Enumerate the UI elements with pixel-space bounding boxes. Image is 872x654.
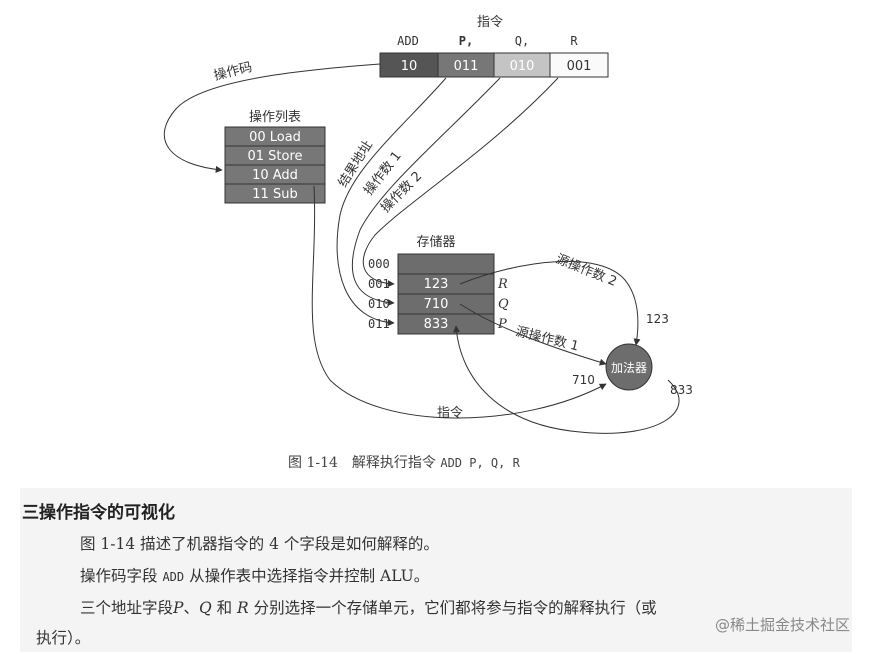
adder-output: 833	[670, 383, 693, 397]
memory-block	[397, 253, 495, 335]
mem-addr-001: 001	[368, 277, 390, 291]
instruction-arrow-label: 指令	[437, 406, 463, 421]
field-opcode-bits: 10	[401, 59, 418, 74]
field-r-bits: 001	[567, 59, 592, 74]
src2-label: 源操作数 2	[554, 251, 620, 290]
field-label-p: P,	[459, 34, 473, 48]
mem-tag-r: R	[497, 277, 508, 292]
src2-arrow	[459, 260, 641, 346]
op-table-title: 操作列表	[249, 109, 301, 125]
mem-value-710: 710	[424, 297, 449, 312]
operand2-arrow	[362, 77, 559, 288]
src1-label: 源操作数 1	[514, 323, 580, 354]
instruction-control-arrow	[311, 185, 607, 419]
adder-label: 加法器	[611, 361, 647, 375]
caption-prefix: 图 1-14 解释执行指令	[288, 455, 436, 471]
field-label-r: R	[570, 34, 578, 48]
paragraph-2: 操作码字段 ADD 从操作表中选择指令并控制 ALU。	[80, 564, 429, 586]
op-row-sub: 11 Sub	[252, 187, 297, 202]
mem-addr-010: 010	[368, 297, 390, 311]
paragraph-1: 图 1-14 描述了机器指令的 4 个字段是如何解释的。	[80, 535, 439, 553]
adder-input-left: 710	[572, 373, 595, 387]
mem-tag-p: P	[497, 317, 507, 332]
src1-arrow	[459, 303, 607, 366]
paragraph-2-a: 操作码字段	[80, 567, 158, 585]
paragraph-3-sep1: 、	[183, 599, 199, 617]
result-address-arrow	[336, 77, 447, 327]
adder-circle	[605, 343, 653, 391]
field-p-bits: 011	[454, 59, 479, 74]
field-opcode	[379, 52, 439, 78]
mem-tag-q: Q	[498, 297, 509, 312]
op-row-add: 10 Add	[252, 168, 298, 183]
paragraph-2-code: ADD	[162, 570, 185, 584]
mem-addr-011: 011	[368, 317, 390, 331]
mem-value-123: 123	[424, 277, 449, 292]
op-row-store: 01 Store	[247, 149, 302, 164]
watermark: @稀土掘金技术社区	[714, 616, 850, 634]
caption-code: ADD P, Q, R	[440, 456, 520, 470]
figure-caption: 图 1-14 解释执行指令 ADD P, Q, R	[288, 452, 520, 472]
adder-input-top: 123	[646, 312, 669, 326]
paragraph-3-a: 三个地址字段	[80, 599, 174, 617]
field-p	[437, 52, 495, 78]
mem-addr-000: 000	[368, 257, 390, 271]
instruction-title: 指令	[477, 15, 503, 30]
paragraph-3-r: R	[237, 599, 249, 617]
field-q	[493, 52, 551, 78]
result-arrow	[452, 325, 680, 434]
operand1-arrow	[351, 77, 501, 307]
field-r	[549, 52, 609, 78]
field-label-q: Q,	[515, 34, 529, 48]
paragraph-3-p: P	[173, 599, 184, 617]
mem-value-833: 833	[424, 317, 449, 332]
paragraph-3-sep2: 和	[211, 599, 238, 617]
field-q-bits: 010	[510, 59, 535, 74]
op-row-load: 00 Load	[249, 130, 301, 145]
paragraph-3: 三个地址字段P、Q 和 R 分别选择一个存储单元，它们都将参与指令的解释执行（或	[80, 596, 657, 618]
paragraph-4: 执行）。	[36, 629, 91, 647]
text-section-background	[20, 488, 852, 652]
paragraph-3-b: 分别选择一个存储单元，它们都将参与指令的解释执行（或	[248, 599, 657, 617]
memory-title: 存储器	[416, 235, 455, 250]
opcode-arrow	[163, 63, 381, 173]
section-heading: 三操作指令的可视化	[22, 503, 175, 523]
field-label-add: ADD	[397, 34, 419, 48]
paragraph-3-q: Q	[198, 599, 212, 617]
paragraph-2-b: 从操作表中选择指令并控制 ALU。	[189, 567, 430, 585]
op-table: 00 Load 01 Store 10 Add 11 Sub	[224, 126, 326, 204]
instruction-figure: 指令 ADD P, Q, R 10 011 010 001 操作码 操作列表 0…	[163, 15, 693, 434]
